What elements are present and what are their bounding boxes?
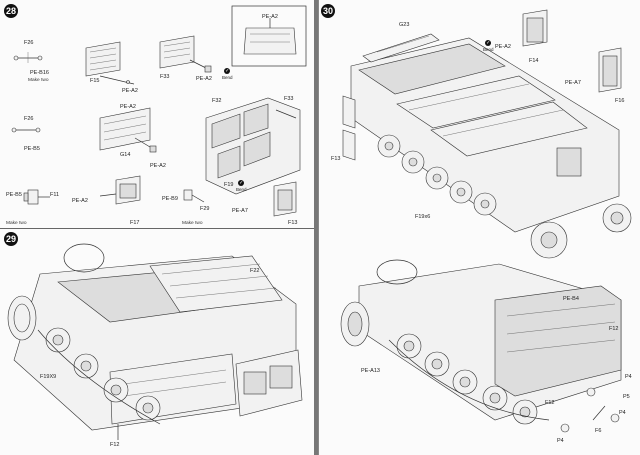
part-f26-rod-top	[13, 52, 43, 63]
part-f14-panel	[522, 9, 548, 47]
part-g14-panel	[99, 107, 157, 153]
label-pe-a7: PE-A7	[232, 208, 248, 214]
part-f26-rod-middle	[11, 127, 41, 133]
label-pe-a2: PE-A2	[495, 44, 511, 50]
upper-vehicle-assembly	[350, 37, 632, 259]
right-instruction-page: 30 G23 PE-A2 ✓Bend F14 PE-A7 F16 F13 F19…	[318, 0, 640, 455]
right-page-drawings	[340, 9, 632, 433]
label-f26-top: F26	[24, 40, 34, 46]
lower-vehicle-assembly	[340, 259, 622, 425]
note-make-two-a: Make two	[28, 78, 49, 83]
note-make-two-c: Make two	[182, 221, 203, 226]
label-pe-b5-b: PE-B5	[6, 192, 22, 198]
part-f17-panel	[99, 175, 141, 205]
label-f33-a: F33	[160, 74, 170, 80]
part-f11-bracket	[23, 189, 50, 205]
label-f17: F17	[130, 220, 140, 226]
bend-mark-b: ✓Bend	[236, 180, 247, 192]
label-f12-a: F12	[609, 326, 619, 332]
part-g23-grille	[362, 33, 440, 63]
part-f13-panel	[273, 181, 297, 217]
part-f32-frame	[205, 97, 301, 195]
label-f33-b: F33	[284, 96, 294, 102]
label-f32: F32	[212, 98, 222, 104]
label-f22: F22	[250, 268, 260, 274]
bend-mark-a: ✓Bend	[222, 68, 233, 80]
label-pe-a2-c: PE-A2	[120, 104, 136, 110]
label-g14: G14	[120, 152, 131, 158]
bend-detail-inset	[231, 5, 307, 67]
label-f15: F15	[90, 78, 100, 84]
label-pe-a2-e: PE-A2	[150, 163, 166, 169]
check-icon: ✓	[238, 180, 245, 186]
label-f19: F19	[224, 182, 234, 188]
part-f15-panel	[85, 41, 135, 85]
step-number-29: 29	[4, 232, 18, 246]
label-p4-b: P4	[619, 410, 626, 416]
bend-mark-right: ✓Bend	[483, 40, 494, 52]
label-pe-b4: PE-B4	[563, 296, 579, 302]
check-icon: ✓	[224, 68, 231, 74]
left-instruction-page: 28 29 F26 PE-B16 Make two F26 PE-B5 PE-B…	[0, 0, 315, 455]
step-divider	[0, 228, 314, 229]
inset-panel-drawing	[243, 18, 297, 55]
label-f29: F29	[200, 206, 210, 212]
small-parts-p4-p5	[560, 387, 620, 433]
label-pe-a13: PE-A13	[361, 368, 380, 374]
check-icon: ✓	[485, 40, 492, 46]
step-number-28: 28	[4, 4, 18, 18]
part-f29-bracket	[183, 189, 205, 203]
label-pe-a2-a: PE-A2	[72, 198, 88, 204]
part-f16-panel	[598, 47, 622, 93]
label-f11: F11	[50, 192, 60, 198]
step-number-30: 30	[321, 4, 335, 18]
label-p4-a: P4	[625, 374, 632, 380]
label-pe-a2-b: PE-A2	[122, 88, 138, 94]
label-g23: G23	[399, 22, 410, 28]
label-pe-a2-d: PE-A2	[196, 76, 212, 82]
label-f14: F14	[529, 58, 539, 64]
label-pe-b5-a: PE-B5	[24, 146, 40, 152]
label-p4-c: P4	[557, 438, 564, 444]
label-f12-b: F12	[545, 400, 555, 406]
label-f26-middle: F26	[24, 116, 34, 122]
label-f16: F16	[615, 98, 625, 104]
part-f33-panel	[159, 35, 212, 73]
label-f12: F12	[110, 442, 120, 448]
label-f13: F13	[331, 156, 341, 162]
label-f19x6: F19x6	[415, 214, 431, 220]
label-f13: F13	[288, 220, 298, 226]
halftrack-chassis-assembly	[7, 243, 303, 440]
label-p5: P5	[623, 394, 630, 400]
left-page-drawings	[7, 5, 307, 440]
part-f13-side-panels	[342, 95, 356, 161]
label-pe-b16: PE-B16	[30, 70, 49, 76]
page-fold	[314, 0, 318, 455]
label-pe-a7: PE-A7	[565, 80, 581, 86]
label-f19x9: F19X9	[40, 374, 57, 380]
label-f6: F6	[595, 428, 602, 434]
label-pe-b9: PE-B9	[162, 196, 178, 202]
note-make-two-b: Make two	[6, 221, 27, 226]
label-inset-pe-a2: PE-A2	[262, 14, 278, 20]
